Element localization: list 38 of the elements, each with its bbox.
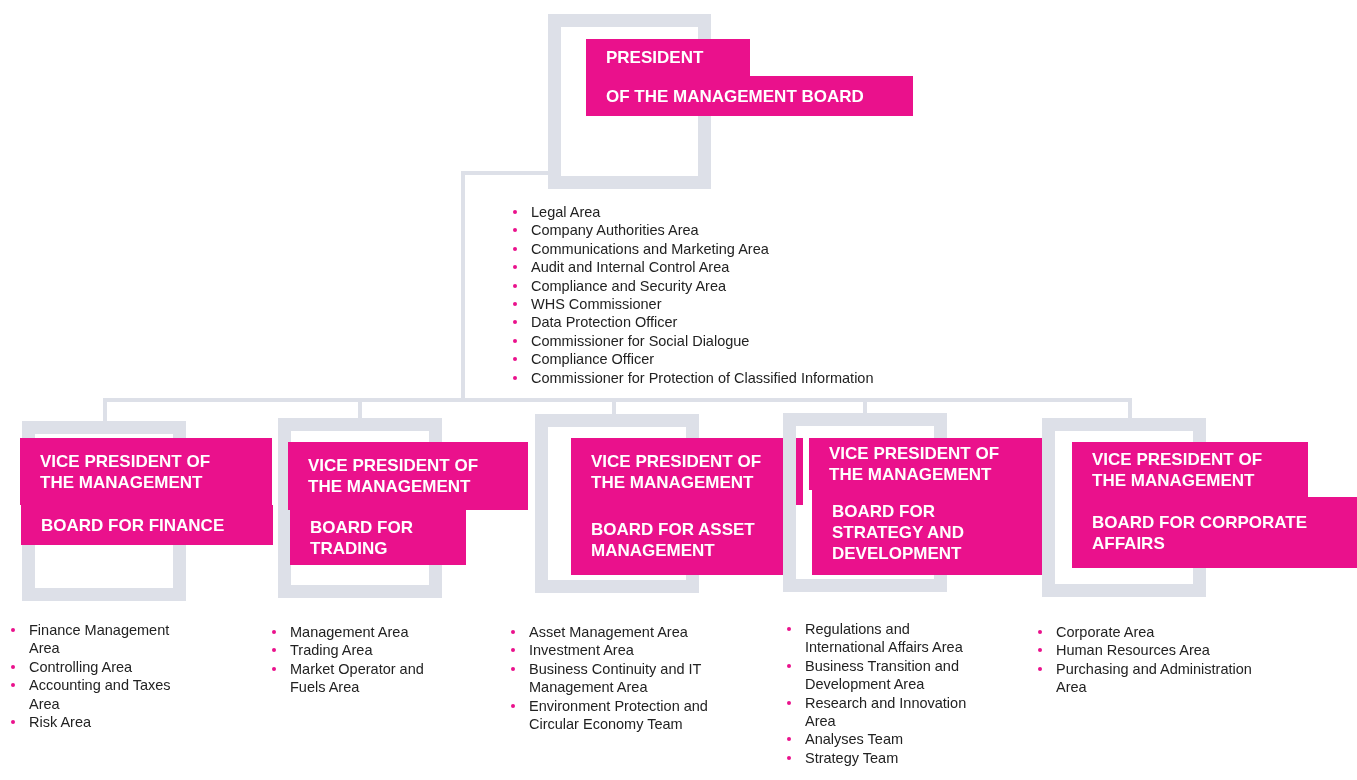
list-item: Corporate Area <box>1056 623 1156 642</box>
list-item: Controlling Area <box>29 657 134 677</box>
list-item: Commissioner for Protection of Classified Information <box>531 368 875 388</box>
list-item: Legal Area <box>531 203 602 222</box>
list-item: WHS Commissioner <box>531 295 663 314</box>
position-title: BOARD FOR FINANCE <box>21 505 273 545</box>
position-title: PRESIDENT <box>586 39 750 76</box>
list-item: Purchasing and Administration Area <box>1056 659 1253 697</box>
list-item: Asset Management Area <box>529 623 689 642</box>
list-item: Business Transition and Development Area <box>805 656 960 694</box>
list-item: Communications and Marketing Area <box>531 239 770 259</box>
position-title: BOARD FOR CORPORATE AFFAIRS <box>1072 497 1357 568</box>
list-item: Research and Innovation Area <box>805 693 968 731</box>
list-item: Finance Management Area <box>29 621 171 658</box>
list-item: Company Authorities Area <box>531 221 700 240</box>
list-item: Analyses Team <box>805 730 905 749</box>
list-item: Accounting and Taxes Area <box>29 676 172 714</box>
position-title: VICE PRESIDENT OF THE MANAGEMENT <box>20 438 272 505</box>
position-title: VICE PRESIDENT OF THE MANAGEMENT <box>571 438 803 505</box>
list-item: Regulations and International Affairs Area <box>805 620 964 657</box>
list-item: Business Continuity and IT Management Area <box>529 659 703 697</box>
position-title: VICE PRESIDENT OF THE MANAGEMENT <box>288 442 528 510</box>
list-item: Compliance and Security Area <box>531 276 728 296</box>
list-item: Compliance Officer <box>531 350 656 369</box>
list-item: Environment Protection and Circular Economy Team <box>529 696 709 734</box>
list-item: Management Area <box>290 623 410 642</box>
list-item: Commissioner for Social Dialogue <box>531 331 751 351</box>
list-item: Risk Area <box>29 713 93 732</box>
list-item: Data Protection Officer <box>531 313 679 332</box>
list-item: Audit and Internal Control Area <box>531 258 731 277</box>
list-item: Strategy Team <box>805 748 900 768</box>
list-item: Human Resources Area <box>1056 641 1211 660</box>
position-title: VICE PRESIDENT OF THE MANAGEMENT <box>1072 442 1308 497</box>
list-item: Trading Area <box>290 641 374 660</box>
list-item: Market Operator and Fuels Area <box>290 659 425 697</box>
list-item: Investment Area <box>529 641 635 660</box>
position-title: OF THE MANAGEMENT BOARD <box>586 76 913 116</box>
position-title: BOARD FOR TRADING <box>290 510 466 565</box>
